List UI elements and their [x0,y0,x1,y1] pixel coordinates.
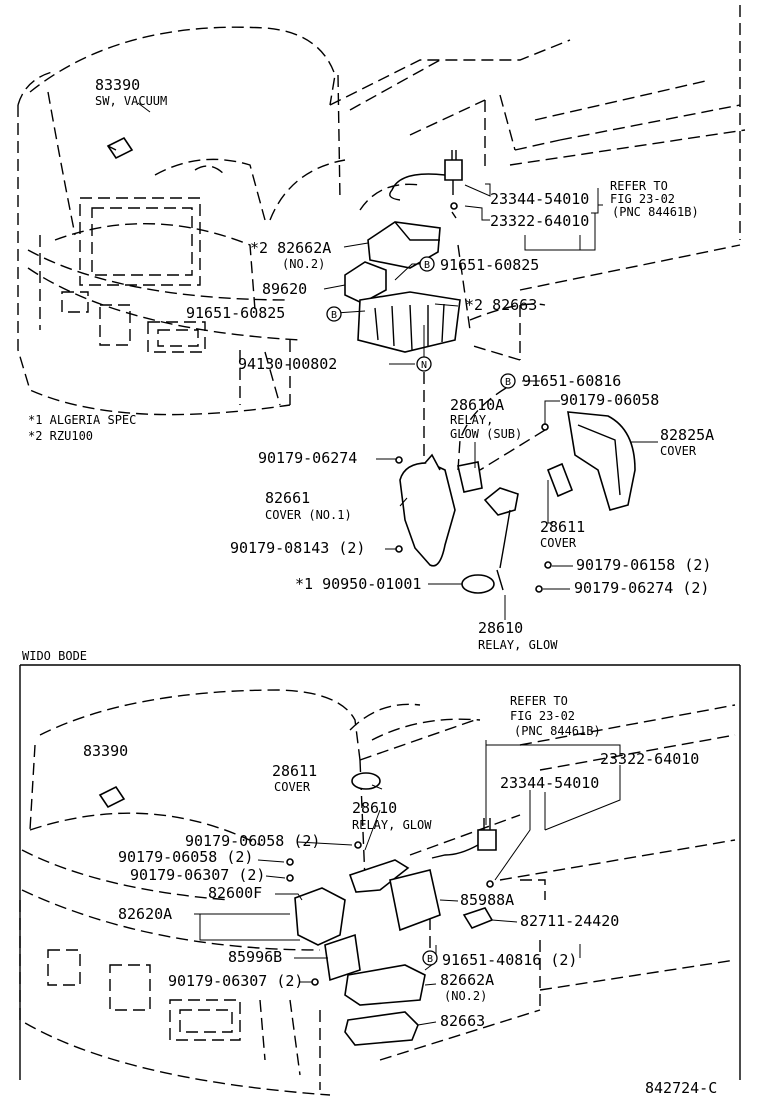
relay-glow-drawing [483,487,519,516]
bottom-labels: REFER TO FIG 23-02 (PNC 84461B) 83390 23… [83,694,699,1030]
svg-text:B: B [505,377,511,388]
note-2: *2 RZU100 [28,429,93,443]
footer-code: 842724-C [645,1079,717,1097]
label-28610a-name-1: RELAY, [450,413,493,427]
label-28610a-name-2: GLOW (SUB) [450,427,522,441]
label-90179-06158: 90179-06158 (2) [576,556,711,574]
label-94130: 94130-00802 [238,355,337,373]
badge-b-2: B [326,306,342,322]
bottom-vehicle-outline [19,689,736,1096]
svg-text:N: N [421,360,427,371]
vacuum-switch-drawing [106,136,134,160]
bottom-parts-drawings [98,772,497,1046]
label-90179-08143: 90179-08143 (2) [230,539,365,557]
label-89620: 89620 [262,280,307,298]
vacuum-switch-drawing-2 [98,785,126,809]
label-90179-06274-2: 90179-06274 (2) [574,579,709,597]
label-91651-40816: 91651-40816 (2) [442,951,577,969]
svg-text:B: B [424,260,430,271]
cover-no2-drawing-2 [344,964,426,1006]
label-90950: *1 90950-01001 [295,575,421,593]
module-drawing [344,261,387,304]
label-23344-b: 23344-54010 [500,774,599,792]
cover-82825a-drawing [567,411,636,511]
label-90179-06274: 90179-06274 [258,449,357,467]
label-90179-06307-b: 90179-06307 (2) [168,972,303,990]
label-28611-b: 28611 [272,762,317,780]
label-83390: 83390 [95,76,140,94]
vacuum-sensor-drawing [444,159,463,181]
label-refer-3-b: (PNC 84461B) [514,724,601,738]
top-vehicle-outline [17,5,746,416]
label-refer-3: (PNC 84461B) [612,205,699,219]
label-refer-2-b: FIG 23-02 [510,709,575,723]
label-28611: 28611 [540,518,585,536]
label-91651-60816: 91651-60816 [522,372,621,390]
relay-glow-sub-drawing [457,461,483,493]
label-82663: *2 82663 [465,296,537,314]
note-1: *1 ALGERIA SPEC [28,413,136,427]
label-23322: 23322-64010 [490,212,589,230]
label-82600f: 82600F [208,884,262,902]
svg-text:B: B [331,310,337,321]
label-83390-name: SW, VACUUM [95,94,167,108]
cap-drawing [461,574,495,594]
label-82661: 82661 [265,489,310,507]
label-82663-b: 82663 [440,1012,485,1030]
top-labels: 83390 SW, VACUUM REFER TO FIG 23-02 (PNC… [28,76,714,652]
label-28611-name-b: COVER [274,780,311,794]
label-82711: 82711-24420 [520,912,619,930]
bottom-leader-lines [194,740,621,1026]
top-leader-lines [137,102,658,620]
label-82662a-sub: (NO.2) [282,257,325,271]
relay-block-drawing [357,291,461,353]
badge-n: N [416,356,432,372]
label-82620a: 82620A [118,905,172,923]
relay-block-drawing-2 [344,1011,419,1046]
label-28610-b: 28610 [352,799,397,817]
label-90179-06307-a: 90179-06307 (2) [130,866,265,884]
label-91651-60825-l: 91651-60825 [186,304,285,322]
section-label: WIDO BODE [22,649,87,663]
label-28610-name-b: RELAY, GLOW [352,818,432,832]
label-85988a: 85988A [460,891,514,909]
label-91651-60825-r: 91651-60825 [440,256,539,274]
label-23322-b: 23322-64010 [600,750,699,768]
bracket-85996b-drawing [324,933,361,982]
badge-b-3: B [500,373,516,389]
label-85996b: 85996B [228,948,282,966]
label-28611-name: COVER [540,536,577,550]
bracket-85988a-drawing [389,869,441,932]
label-28610-name: RELAY, GLOW [478,638,558,652]
badge-b-1: B [419,256,435,272]
label-refer-2: FIG 23-02 [610,192,675,206]
label-82825a-name: COVER [660,444,697,458]
label-82662a-b: 82662A [440,971,494,989]
label-23344: 23344-54010 [490,190,589,208]
label-28610: 28610 [478,619,523,637]
label-82662a-sub-b: (NO.2) [444,989,487,1003]
label-82825a: 82825A [660,426,714,444]
cover-28611-drawing [546,462,574,498]
bracket-82620a-drawing [294,887,346,946]
label-90179-06058-b: 90179-06058 (2) [118,848,253,866]
label-90179-06058: 90179-06058 [560,391,659,409]
label-28610a: 28610A [450,396,504,414]
label-90179-06058-a: 90179-06058 (2) [185,832,320,850]
label-82661-name: COVER (NO.1) [265,508,352,522]
vacuum-sensor-drawing-2 [477,829,497,851]
label-82662a: *2 82662A [250,239,331,257]
top-parts-drawings [106,136,636,594]
label-refer-1: REFER TO [610,179,668,193]
svg-text:B: B [427,954,433,965]
cover-no1-drawing [399,462,456,567]
badge-b-4: B [422,950,438,966]
label-refer-1-b: REFER TO [510,694,568,708]
clamp-82711-drawing [462,907,494,929]
label-83390-b: 83390 [83,742,128,760]
